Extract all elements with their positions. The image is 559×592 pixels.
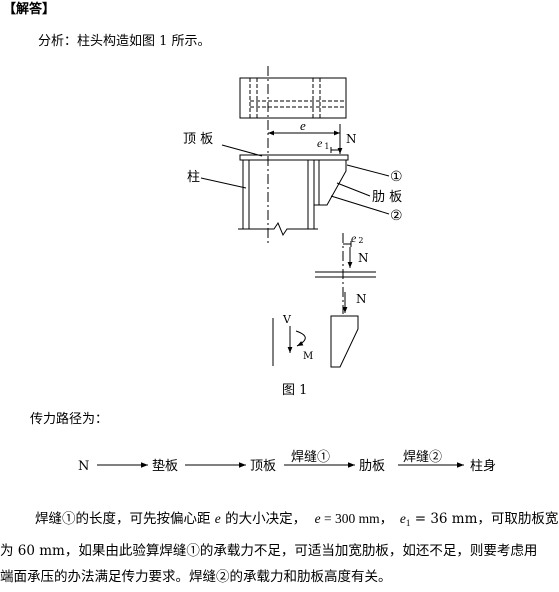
analysis-text: 分析：柱头构造如图 1 所示。 <box>38 34 211 49</box>
e1-subscript: 1 <box>405 518 411 528</box>
rib-plate-leader <box>336 182 371 197</box>
column-label: 柱 <box>187 170 200 185</box>
path-node-rib-plate: 肋板 <box>359 459 385 474</box>
e1-value: = 36 mm，可取肋板宽 <box>410 511 559 527</box>
rib-plate-label: 肋 板 <box>372 190 402 205</box>
dimension-e: e <box>268 118 340 136</box>
paragraph-line-2: 为 60 mm，如果由此验算焊缝①的承载力不足，可适当加宽肋板，如还不足，则要考… <box>0 543 538 559</box>
column-leader <box>200 177 247 189</box>
n-label-mid: N <box>358 251 369 265</box>
detail-rib-plate: N <box>330 292 367 368</box>
paragraph-line-1: 焊缝①的长度，可先按偏心距 e 的大小决定， e = 300 mm， e1 = … <box>35 512 558 528</box>
e-symbol: e <box>314 511 321 526</box>
weld2-leader <box>330 195 390 215</box>
detail-shear-moment: V M <box>272 313 313 366</box>
path-weld1-label: 焊缝① <box>291 449 330 465</box>
line1-seg: 焊缝①的长度，可先按偏心距 <box>35 511 215 527</box>
top-plate-leader <box>221 144 263 157</box>
e1-symbol: e <box>399 511 406 526</box>
top-plate <box>239 154 349 161</box>
eccentricity-symbol: e <box>214 511 221 526</box>
path-node-pad-plate: 垫板 <box>152 458 178 474</box>
weld1-label: ① <box>390 169 403 185</box>
column <box>242 160 315 229</box>
paragraph-line-3: 端面承压的办法满足传力要求。焊缝②的承载力和肋板高度有关。 <box>0 569 392 585</box>
line1-seg: 的大小决定， <box>220 511 315 527</box>
rib-plate <box>313 159 347 206</box>
e-value: = 300 mm， <box>320 511 400 526</box>
path-node-column-body: 柱身 <box>470 458 496 474</box>
v-label: V <box>282 313 292 326</box>
n-label-top: N <box>346 132 357 146</box>
path-weld2-label: 焊缝② <box>403 449 442 465</box>
figure-caption: 图 1 <box>282 383 307 398</box>
e-label: e <box>300 118 306 133</box>
n-label-low: N <box>356 292 367 306</box>
moment-arrow <box>295 330 306 347</box>
weld1-leader <box>346 164 390 177</box>
path-start-n: N <box>78 459 89 474</box>
load-arrow-n-top: N <box>337 124 357 154</box>
force-path-intro: 传力路径为： <box>30 412 109 427</box>
path-node-top-plate: 顶板 <box>250 459 276 474</box>
weld2-label: ② <box>390 208 403 224</box>
top-beam <box>239 77 347 119</box>
m-label: M <box>303 351 313 362</box>
top-plate-label: 顶 板 <box>183 132 213 147</box>
break-line <box>238 221 318 237</box>
answer-heading: 【解答】 <box>3 2 56 17</box>
force-path: N 垫板 顶板 焊缝① 肋板 焊缝② 柱身 <box>78 449 496 474</box>
